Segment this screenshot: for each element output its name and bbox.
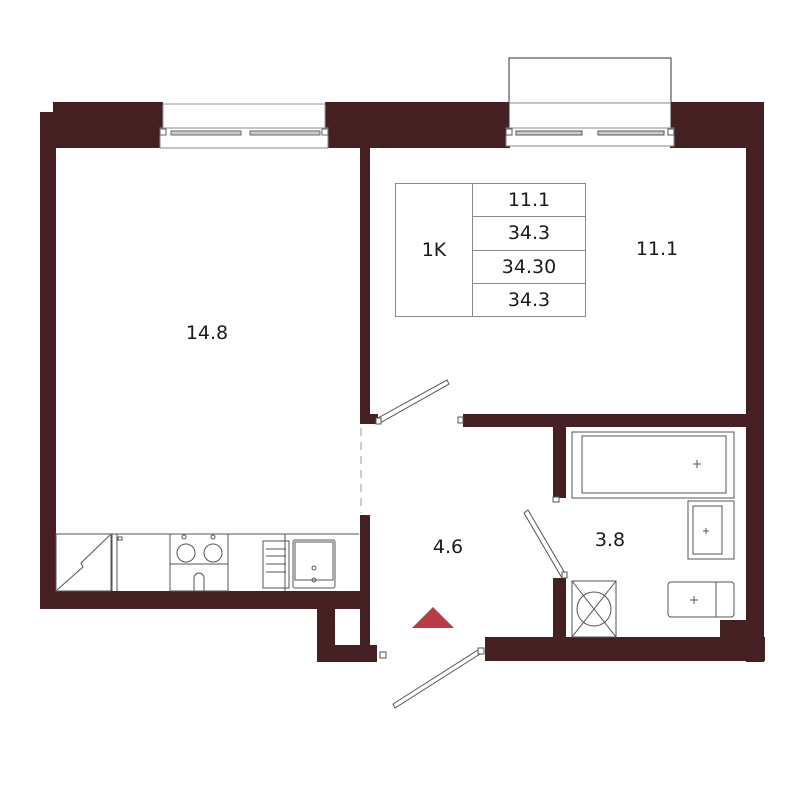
door-bathroom: [523, 509, 567, 579]
bathroom-fixtures: [571, 431, 735, 638]
window-right-balcony: [505, 57, 675, 147]
window-left: [159, 103, 329, 149]
fridge: [55, 533, 112, 592]
room-area-bathroom: 3.8: [594, 529, 626, 551]
room-area-living: 14.8: [185, 322, 229, 344]
toilet: [667, 581, 735, 618]
info-value-1: 11.1: [473, 184, 585, 218]
sink-drainboard: [262, 540, 290, 589]
info-value-3: 34.30: [473, 251, 585, 284]
info-value-4: 34.3: [507, 288, 551, 311]
sink: [292, 539, 336, 589]
room-area-bedroom: 11.1: [635, 238, 679, 260]
doors: [375, 379, 568, 709]
apartment-info-table: 1K 11.1 34.3 34.30 34.3: [395, 183, 586, 317]
room-area-hallway: 4.6: [432, 536, 464, 558]
stove: [169, 533, 229, 592]
walls: [40, 102, 765, 662]
bathtub: [571, 431, 735, 499]
washbasin: [687, 500, 735, 560]
shaft: [571, 580, 617, 638]
apartment-type: 1K: [396, 184, 473, 316]
door-entrance: [392, 649, 481, 709]
door-room-right: [377, 379, 450, 424]
entrance-marker-icon: [412, 607, 454, 628]
kitchen-counter: [55, 533, 359, 592]
info-value-2: 34.3: [473, 217, 585, 251]
